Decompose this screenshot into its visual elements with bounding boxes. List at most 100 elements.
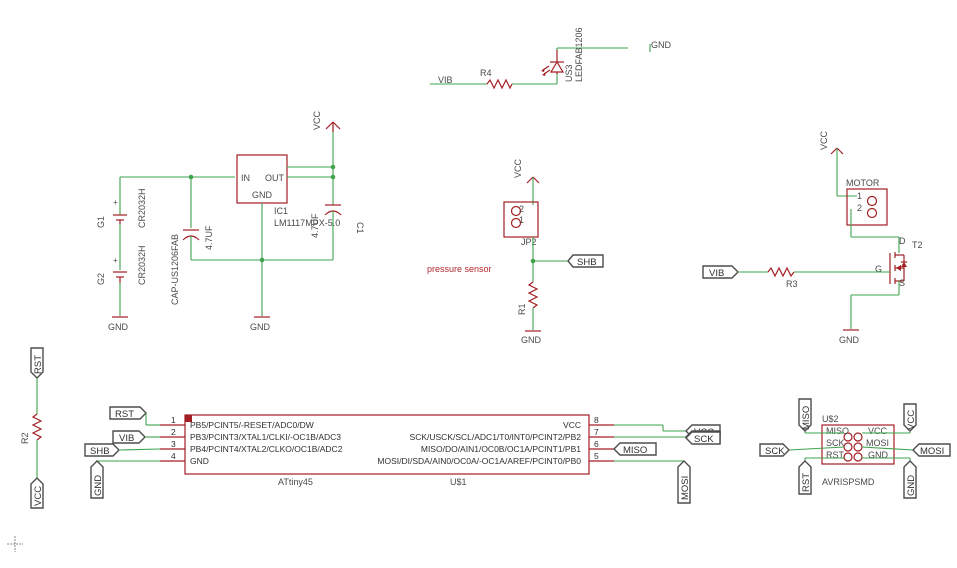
jp2-pin2: 2 <box>519 204 524 214</box>
r4-label: R4 <box>480 68 492 78</box>
ic1-gnd-pin: GND <box>252 190 273 200</box>
us3-label: US3 <box>564 64 574 82</box>
isp-pin-vcc: VCC <box>868 426 888 436</box>
attiny-pin8-num: 8 <box>594 415 599 425</box>
battery-g2: + <box>113 256 127 283</box>
ic1-in-pin: IN <box>241 173 250 183</box>
r3-label: R3 <box>786 279 798 289</box>
cap-input-value: 4.7UF <box>204 225 214 250</box>
vib-flag-motor <box>702 265 739 279</box>
power-block: + + GND G1 CR2032H G2 CR2032H CAP-US1206… <box>96 110 365 332</box>
shb-flag-sensor <box>567 254 604 268</box>
vcc-flag-isp <box>903 403 917 432</box>
rst-label-r2: RST <box>33 355 44 374</box>
attiny-pin6-num: 6 <box>594 439 599 449</box>
sck-label-attiny: SCK <box>694 434 714 445</box>
vcc-label-sensor: VCC <box>513 158 523 178</box>
shb-label-attiny: SHB <box>90 446 110 457</box>
rst-flag-isp <box>798 460 812 495</box>
isp-pin-sck: SCK <box>826 438 845 448</box>
reset-block: RST R2 VCC <box>20 347 44 509</box>
miso-label-attiny: MISO <box>623 445 647 456</box>
attiny-pin3-num: 3 <box>171 439 176 449</box>
vcc-label-regulator: VCC <box>312 110 322 130</box>
ic1-label: IC1 <box>274 206 288 216</box>
vib-label-motor: VIB <box>709 268 724 279</box>
g2-plus: + <box>113 256 118 265</box>
jp2-pin1: 1 <box>519 215 524 225</box>
isp-pin-gnd: GND <box>868 450 889 460</box>
c1-value: 4.7UF <box>310 213 320 238</box>
motor-connector <box>846 188 888 226</box>
t2-drain: D <box>899 236 906 246</box>
avrisp-value-label: AVRISPSMD <box>822 477 875 487</box>
jp2-label: JP2 <box>521 237 537 247</box>
mosi-label-attiny: MOSI <box>680 476 691 500</box>
vcc-symbol-sensor <box>526 176 540 184</box>
miso-flag-attiny <box>613 442 657 456</box>
mosi-flag-isp <box>912 443 951 457</box>
avrisp-ref-label: U$2 <box>822 414 839 424</box>
attiny-pin1-name: PB5/PCINT5/-RESET/ADC0/DW <box>190 420 314 430</box>
vib-flag-attiny <box>112 430 146 444</box>
resistor-r4 <box>486 78 513 90</box>
connector-jp2 <box>503 201 539 238</box>
vib-label-attiny: VIB <box>119 433 134 444</box>
gnd-label-sensor: GND <box>521 335 542 345</box>
vcc-label-motor: VCC <box>819 130 829 150</box>
attiny-pin8-name: VCC <box>563 420 581 430</box>
attiny-pin2-name: PB3/PCINT3/XTAL1/CLKI/-OC1B/ADC3 <box>190 432 341 442</box>
vcc-label-isp: VCC <box>906 410 917 430</box>
attiny-pin6-name: MISO/DO/AIN1/OC0B/OC1A/PCINT1/PB1 <box>421 444 581 454</box>
motor-block: VCC MOTOR 1 2 T2 D G S <box>702 130 923 345</box>
vcc-symbol-regulator <box>325 121 341 132</box>
attiny45-block: 1 PB5/PCINT5/-RESET/ADC0/DW 2 PB3/PCINT3… <box>84 406 721 504</box>
attiny-pin5-name: MOSI/DI/SDA/AIN0/OC0A/-OC1A/AREF/PCINT0/… <box>377 456 581 466</box>
rst-flag-attiny <box>109 406 147 420</box>
rst-flag-r2 <box>30 347 44 379</box>
avrisp-header <box>821 424 895 465</box>
ic1-value: LM1117MPX-5.0 <box>274 218 340 228</box>
vcc-flag-r2 <box>30 477 44 509</box>
attiny-pin4-num: 4 <box>171 451 176 461</box>
attiny-value-label: ATtiny45 <box>278 477 313 487</box>
origin-cross <box>7 536 23 552</box>
attiny45-chip <box>184 414 590 475</box>
isp-pin-mosi: MOSI <box>866 438 889 448</box>
motor-pin1: 1 <box>857 191 862 201</box>
r2-label: R2 <box>20 432 30 444</box>
gnd-label-attiny: GND <box>93 475 104 496</box>
g1-plus: + <box>113 198 118 207</box>
mosi-flag-attiny <box>677 460 691 504</box>
t2-label: T2 <box>912 240 923 250</box>
attiny-pin7-name: SCK/USCK/SCL/ADC1/T0/INT0/PCINT2/PB2 <box>410 432 582 442</box>
isp-pin-miso: MISO <box>826 426 849 436</box>
attiny-ref-label: U$1 <box>450 477 467 487</box>
led-block: VIB R4 US3 LEDFAB1206 GND <box>430 27 672 90</box>
attiny-pin7-num: 7 <box>594 427 599 437</box>
attiny-pin1-num: 1 <box>171 415 176 425</box>
motor-label: MOTOR <box>846 178 880 188</box>
g1-label: G1 <box>96 216 106 228</box>
resistor-r3 <box>767 266 795 278</box>
sck-flag-isp <box>759 443 790 457</box>
mosi-label-isp: MOSI <box>920 446 944 457</box>
gnd-flag-isp <box>903 460 917 499</box>
gnd-label-regulator: GND <box>250 322 271 332</box>
miso-flag-isp <box>798 398 812 432</box>
vib-net-label-top: VIB <box>438 75 453 85</box>
r1-label: R1 <box>517 303 527 315</box>
gnd-net-label-top: GND <box>651 40 672 50</box>
g2-value: CR2032H <box>137 245 147 285</box>
attiny-pin4-name: GND <box>190 456 209 466</box>
gnd-flag-attiny <box>90 460 104 499</box>
vcc-label-r2: VCC <box>33 486 44 506</box>
rst-label-attiny: RST <box>115 409 134 420</box>
shb-label-sensor: SHB <box>577 257 597 268</box>
attiny-pin2-num: 2 <box>171 427 176 437</box>
led-value-label: LEDFAB1206 <box>574 27 584 82</box>
attiny-pin5-num: 5 <box>594 451 599 461</box>
pressure-sensor-note: pressure sensor <box>427 264 492 274</box>
isp-pin-rst: RST <box>826 450 845 460</box>
